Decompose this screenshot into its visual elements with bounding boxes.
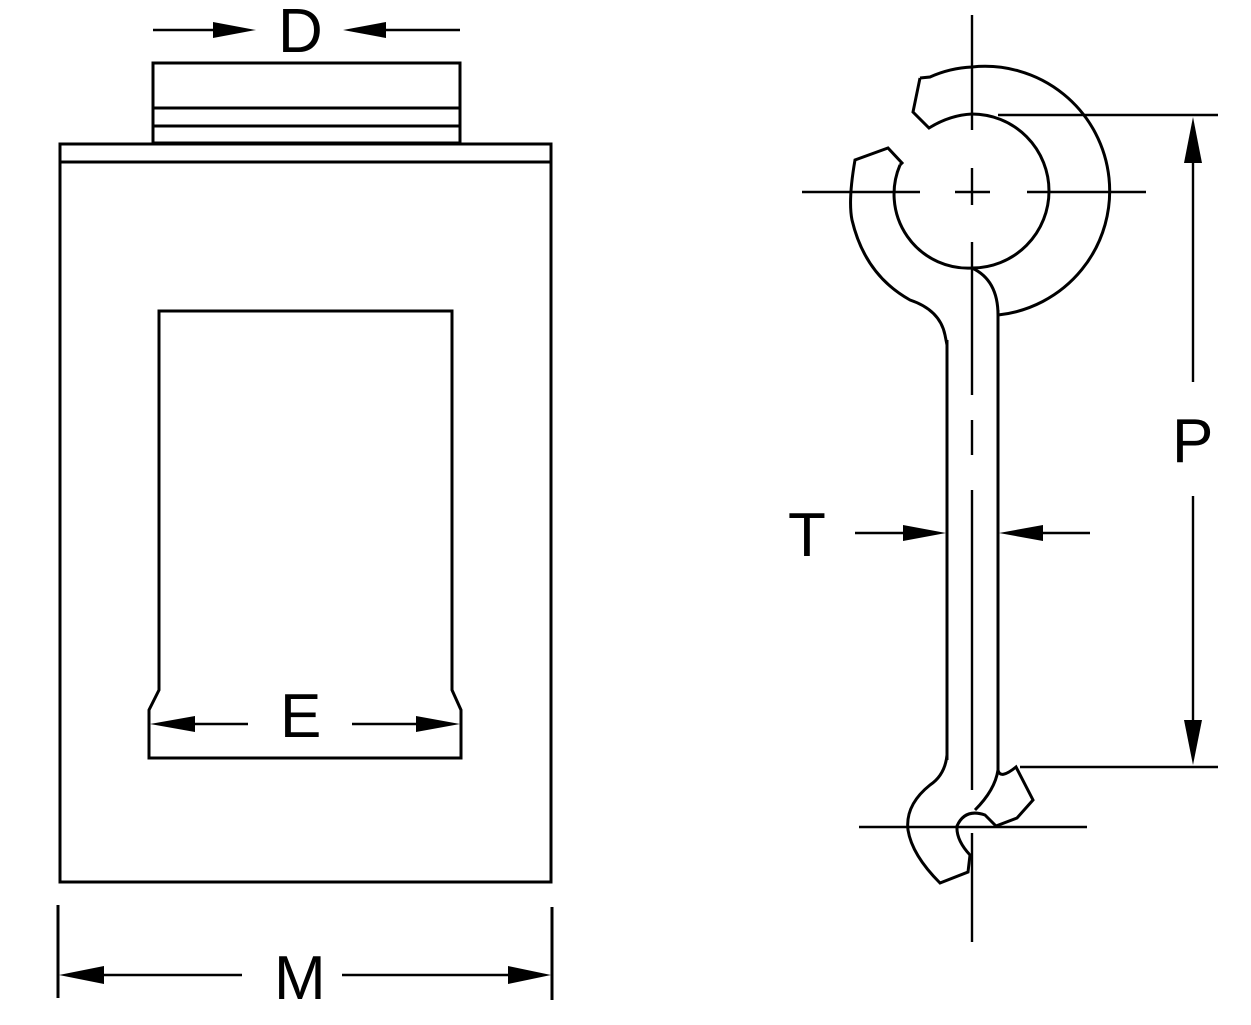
dimension-label-e: E [280,682,321,751]
center-lines [802,15,1146,942]
arrow-up-icon [1184,117,1202,163]
dimension-p: P [998,113,1218,769]
dimension-m: M [56,905,554,1013]
window-opening [147,309,463,760]
upper-hook [849,64,1112,346]
arrow-right-icon [903,525,946,541]
lower-hook [906,754,1035,885]
shank [945,310,1000,770]
dimension-label-m: M [274,944,326,1013]
arrow-right-icon [508,966,551,984]
arrow-right-icon [213,22,256,38]
side-view: T P [788,15,1218,942]
arrow-right-icon [416,716,460,732]
front-view: D E M [56,0,554,1013]
body-outline [58,142,553,884]
arrow-left-icon [343,22,386,38]
arrow-left-icon [150,716,195,732]
top-boss [151,61,462,145]
arrow-down-icon [1184,720,1202,765]
arrow-left-icon [59,966,104,984]
dimension-e: E [150,682,460,751]
dimension-label-p: P [1172,407,1213,476]
dimension-t: T [788,501,1090,570]
dimension-label-t: T [788,501,826,570]
arrow-left-icon [999,525,1043,541]
dimension-d: D [153,0,460,66]
dimension-label-d: D [278,0,323,66]
